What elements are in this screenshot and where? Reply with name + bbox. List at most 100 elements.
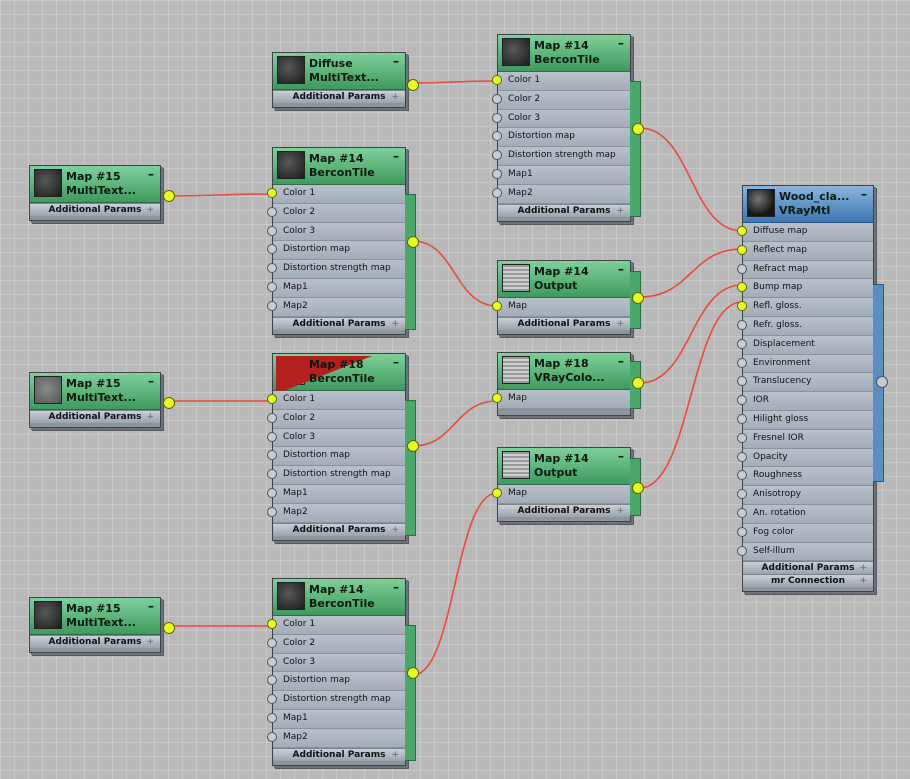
input-slot[interactable]: Refr. gloss. — [737, 316, 873, 336]
input-slot[interactable]: Color 3 — [267, 428, 405, 448]
collapse-button[interactable]: – — [618, 449, 624, 463]
input-slot[interactable]: Opacity — [737, 448, 873, 468]
input-slot[interactable]: Color 2 — [267, 634, 405, 654]
additional-params-rollout[interactable]: Additional Params+ — [273, 747, 405, 761]
node-header[interactable]: Diffuse MultiText... – — [273, 53, 405, 90]
additional-params-rollout[interactable]: Additional Params+ — [498, 316, 630, 330]
input-socket[interactable] — [737, 263, 747, 274]
input-socket[interactable] — [267, 731, 277, 742]
node-header[interactable]: Map #14 BerconTile – — [498, 35, 630, 72]
output-socket[interactable] — [407, 667, 419, 679]
input-socket[interactable] — [737, 376, 747, 387]
input-slot[interactable]: Fog color — [737, 523, 873, 543]
output-socket[interactable] — [163, 190, 175, 202]
additional-params-rollout[interactable]: Additional Params+ — [273, 522, 405, 536]
connection-wire[interactable] — [412, 240, 498, 307]
input-socket[interactable] — [267, 300, 277, 311]
node-header[interactable]: Map #18 VRayColo... – — [498, 353, 630, 390]
output-socket[interactable] — [632, 482, 644, 494]
input-socket[interactable] — [492, 488, 502, 498]
input-socket[interactable] — [267, 694, 277, 705]
input-socket[interactable] — [267, 263, 277, 274]
input-socket[interactable] — [737, 226, 747, 236]
output-socket[interactable] — [163, 622, 175, 634]
collapse-button[interactable]: – — [393, 355, 399, 369]
input-socket[interactable] — [267, 412, 277, 423]
input-slot[interactable]: Color 1 — [492, 72, 630, 91]
input-socket[interactable] — [737, 489, 747, 500]
input-slot[interactable]: Roughness — [737, 467, 873, 487]
additional-params-rollout[interactable]: Additional Params+ — [498, 503, 630, 517]
collapse-button[interactable]: – — [148, 374, 154, 388]
collapse-button[interactable]: – — [618, 36, 624, 50]
input-socket[interactable] — [737, 319, 747, 330]
input-slot[interactable]: Distortion strength map — [267, 260, 405, 279]
input-socket[interactable] — [737, 526, 747, 537]
connection-wire[interactable] — [639, 284, 743, 384]
collapse-button[interactable]: – — [393, 54, 399, 68]
input-slot[interactable]: Distortion map — [267, 447, 405, 467]
input-socket[interactable] — [492, 150, 502, 161]
connection-wire[interactable] — [639, 248, 743, 298]
collapse-button[interactable]: – — [618, 262, 624, 276]
input-socket[interactable] — [737, 451, 747, 462]
additional-params-rollout[interactable]: Additional Params+ — [30, 635, 160, 648]
input-socket[interactable] — [492, 187, 502, 198]
input-socket[interactable] — [267, 450, 277, 461]
output-socket[interactable] — [876, 376, 888, 388]
node-vraycolor[interactable]: Map #18 VRayColo... – Map — [492, 352, 644, 416]
node-header[interactable]: Map #14 BerconTile – — [273, 148, 405, 185]
connection-wire[interactable] — [409, 80, 498, 84]
input-slot[interactable]: Translucency — [737, 373, 873, 393]
output-socket[interactable] — [632, 123, 644, 135]
node-output-b[interactable]: Map #14 Output – Map Additional Params+ — [492, 447, 644, 522]
connection-wire[interactable] — [165, 193, 273, 197]
input-slot[interactable]: Environment — [737, 354, 873, 374]
input-socket[interactable] — [492, 112, 502, 123]
input-slot[interactable]: Refract map — [737, 260, 873, 280]
input-slot[interactable]: Bump map — [737, 279, 873, 299]
input-slot[interactable]: Map — [492, 298, 630, 317]
input-socket[interactable] — [737, 357, 747, 368]
input-slot[interactable]: Map2 — [492, 184, 630, 204]
input-slot[interactable]: Color 1 — [267, 616, 405, 635]
input-slot[interactable]: An. rotation — [737, 504, 873, 524]
output-socket[interactable] — [632, 377, 644, 389]
input-slot[interactable]: Color 2 — [267, 409, 405, 429]
input-slot[interactable]: Distortion strength map — [492, 147, 630, 166]
input-slot[interactable]: Map1 — [267, 278, 405, 298]
input-socket[interactable] — [492, 168, 502, 179]
input-socket[interactable] — [492, 93, 502, 104]
input-slot[interactable]: Map2 — [267, 297, 405, 317]
input-slot[interactable]: Reflect map — [737, 241, 873, 261]
connection-wire[interactable] — [412, 492, 498, 676]
input-slot[interactable]: Color 2 — [492, 90, 630, 110]
input-socket[interactable] — [267, 431, 277, 442]
node-output-a[interactable]: Map #14 Output – Map Additional Params+ — [492, 260, 644, 335]
output-socket[interactable] — [407, 79, 419, 91]
node-header[interactable]: Wood_cla... VRayMtl – — [743, 186, 873, 223]
input-slot[interactable]: Map2 — [267, 503, 405, 523]
node-diffuse-multitexture[interactable]: Diffuse MultiText... – Additional Params… — [272, 52, 419, 108]
additional-params-rollout[interactable]: Additional Params+ — [273, 316, 405, 330]
node-multitexture-a[interactable]: Map #15 MultiText... – Additional Params… — [29, 165, 175, 221]
input-socket[interactable] — [267, 619, 277, 629]
input-socket[interactable] — [267, 206, 277, 217]
additional-params-rollout[interactable]: Additional Params+ — [498, 203, 630, 217]
connection-wire[interactable] — [639, 301, 743, 489]
input-socket[interactable] — [737, 395, 747, 406]
input-slot[interactable]: Color 1 — [267, 391, 405, 410]
input-slot[interactable]: Fresnel IOR — [737, 429, 873, 449]
additional-params-rollout[interactable]: Additional Params+ — [30, 203, 160, 216]
input-socket[interactable] — [737, 244, 747, 255]
collapse-button[interactable]: – — [861, 187, 867, 201]
input-socket[interactable] — [267, 394, 277, 404]
input-socket[interactable] — [267, 506, 277, 517]
connection-wire[interactable] — [412, 400, 498, 447]
input-socket[interactable] — [267, 487, 277, 498]
input-slot[interactable]: Color 3 — [267, 222, 405, 242]
input-slot[interactable]: Color 3 — [492, 109, 630, 129]
input-socket[interactable] — [737, 470, 747, 481]
node-header[interactable]: Map #14 Output – — [498, 448, 630, 485]
